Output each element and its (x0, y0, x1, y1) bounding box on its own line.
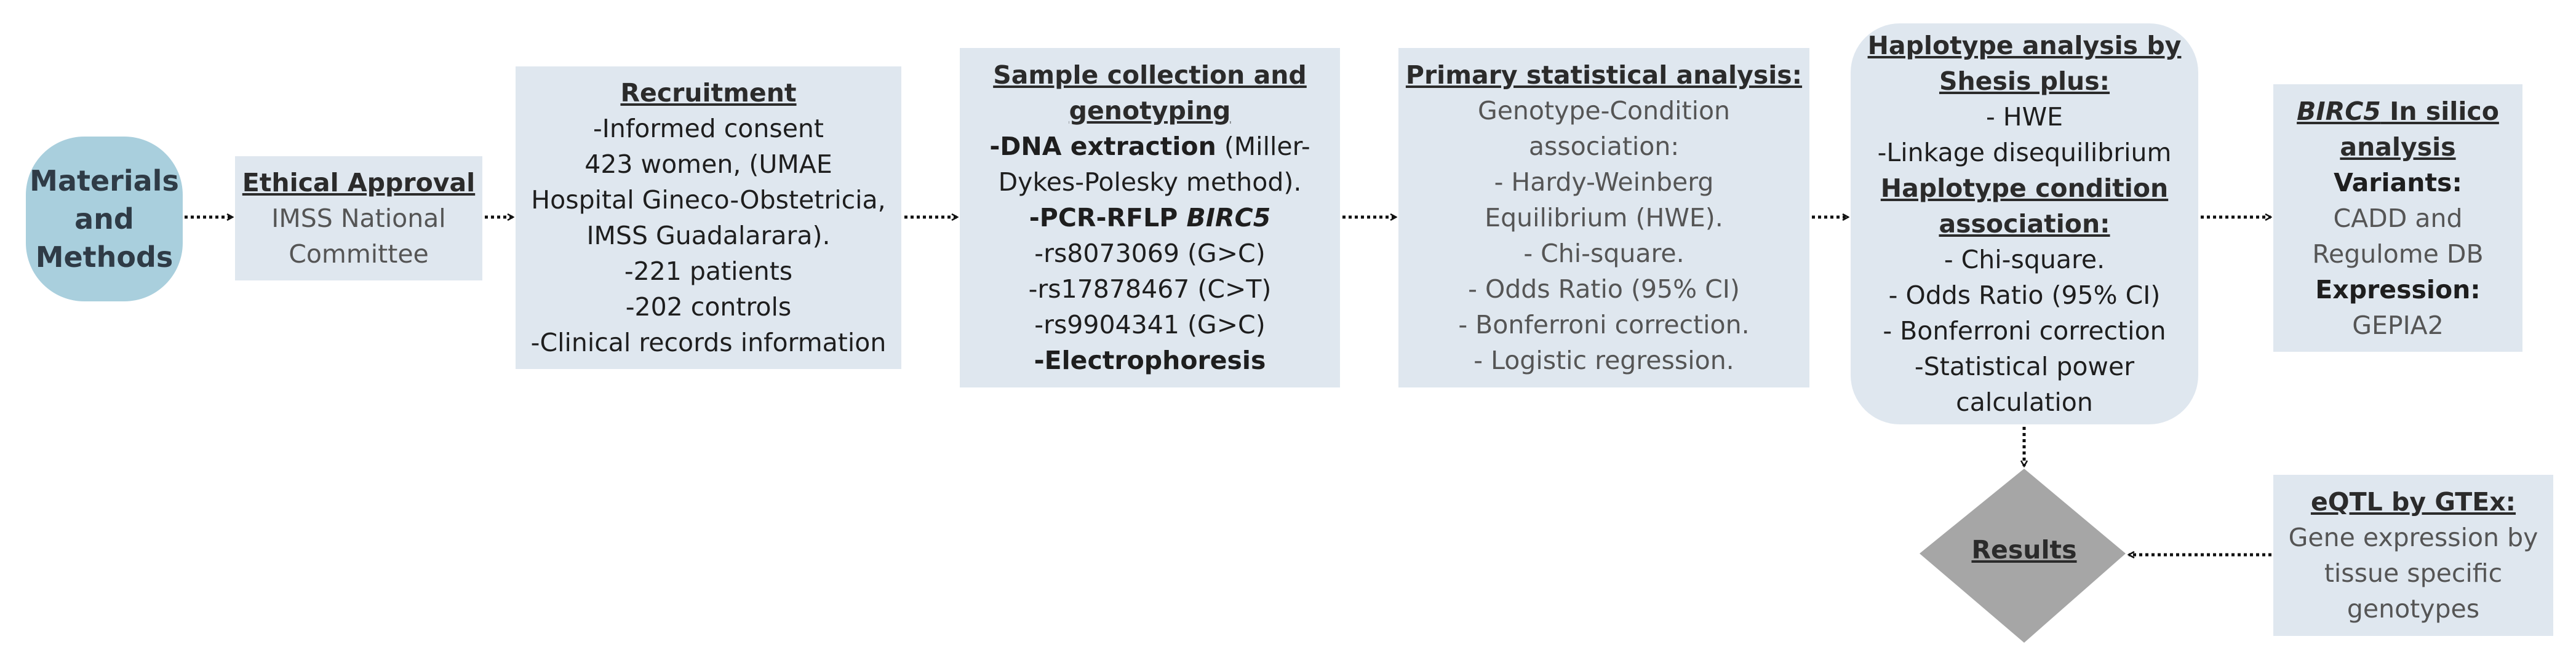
start-line-3: Methods (35, 240, 173, 274)
materials-and-methods-node: Materials and Methods (26, 137, 183, 301)
sample-dna-bold: -DNA extraction (989, 132, 1216, 161)
ethical-approval-box: Ethical Approval IMSS National Committee (235, 156, 482, 280)
sample-snp-1: -rs8073069 (G>C) (1034, 239, 1266, 268)
sample-pcr-gene: BIRC5 (1186, 203, 1271, 232)
haplotype-line-b5: calculation (1956, 387, 2093, 417)
haplotype-title-2: Shesis plus: (1939, 66, 2110, 96)
haplotype-title-1: Haplotype analysis by (1867, 31, 2182, 60)
sample-dna-rest: (Miller- (1216, 132, 1310, 161)
primary-line-7: - Bonferroni correction. (1458, 310, 1750, 339)
results-label: Results (1971, 535, 2077, 565)
ethical-line-2: Committee (289, 239, 429, 269)
insilico-title-line: BIRC5 In silico (2297, 93, 2499, 129)
primary-line-6: - Odds Ratio (95% CI) (1468, 274, 1740, 304)
haplotype-analysis-box: Haplotype analysis by Shesis plus: - HWE… (1851, 23, 2198, 424)
recruitment-line-3: Hospital Gineco-Obstetricia, (531, 185, 886, 215)
haplotype-line-b4: -Statistical power (1914, 352, 2135, 381)
sample-snp-2: -rs17878467 (C>T) (1028, 274, 1272, 304)
eqtl-line-3: genotypes (2347, 594, 2480, 624)
recruitment-line-4: IMSS Guadalarara). (586, 221, 831, 250)
eqtl-box: eQTL by GTEx: Gene expression by tissue … (2273, 475, 2553, 636)
sample-pcr-line: -PCR-RFLP BIRC5 (1029, 200, 1270, 236)
haplotype-subtitle-1: Haplotype condition (1880, 173, 2169, 203)
haplotype-subtitle-2: association: (1939, 209, 2110, 239)
insilico-expression-value: GEPIA2 (2352, 310, 2444, 340)
haplotype-line-b3: - Bonferroni correction (1883, 316, 2166, 346)
sample-collection-box: Sample collection and genotyping -DNA ex… (960, 48, 1340, 387)
insilico-title-2: analysis (2340, 132, 2456, 162)
haplotype-line-b2: - Odds Ratio (95% CI) (1888, 280, 2161, 310)
insilico-expression-label: Expression: (2315, 274, 2481, 304)
eqtl-line-2: tissue specific (2324, 558, 2503, 588)
recruitment-line-6: -202 controls (625, 292, 792, 322)
insilico-gene: BIRC5 (2297, 96, 2381, 126)
recruitment-line-7: -Clinical records information (530, 328, 887, 357)
primary-line-2: association: (1528, 132, 1680, 161)
sample-title-1: Sample collection and (993, 60, 1307, 90)
insilico-variants-1: CADD and (2333, 203, 2463, 233)
primary-line-3: - Hardy-Weinberg (1494, 167, 1714, 197)
sample-dna-line: -DNA extraction (Miller- (989, 129, 1310, 164)
primary-line-4: Equilibrium (HWE). (1485, 203, 1723, 232)
primary-analysis-box: Primary statistical analysis: Genotype-C… (1398, 48, 1809, 387)
recruitment-line-5: -221 patients (624, 256, 793, 286)
primary-line-8: - Logistic regression. (1473, 346, 1734, 375)
primary-title: Primary statistical analysis: (1405, 60, 1803, 90)
recruitment-line-2: 423 women, (UMAE (584, 149, 832, 179)
insilico-analysis-box: BIRC5 In silico analysis Variants: CADD … (2273, 84, 2522, 352)
insilico-variants-2: Regulome DB (2312, 239, 2484, 269)
start-line-1: Materials (30, 164, 179, 197)
haplotype-line-b1: - Chi-square. (1944, 245, 2105, 274)
eqtl-title: eQTL by GTEx: (2310, 487, 2516, 517)
sample-pcr-bold: -PCR-RFLP (1029, 203, 1187, 232)
sample-snp-3: -rs9904341 (G>C) (1034, 310, 1266, 339)
ethical-title: Ethical Approval (242, 168, 476, 197)
results-diamond (1920, 469, 2126, 643)
primary-line-1: Genotype-Condition (1477, 96, 1731, 125)
recruitment-title: Recruitment (620, 78, 797, 108)
ethical-line-1: IMSS National (271, 204, 446, 233)
sample-title-2: genotyping (1069, 96, 1231, 125)
recruitment-box: Recruitment -Informed consent 423 women,… (516, 66, 901, 369)
insilico-title-rest: In silico (2380, 96, 2499, 126)
haplotype-line-a2: -Linkage disequilibrium (1877, 138, 2172, 167)
primary-line-5: - Chi-square. (1523, 239, 1685, 268)
insilico-variants-label: Variants: (2334, 167, 2462, 197)
haplotype-line-a1: - HWE (1985, 102, 2064, 132)
eqtl-line-1: Gene expression by (2288, 523, 2538, 552)
sample-dna-line-2: Dykes-Polesky method). (998, 167, 1302, 197)
sample-electrophoresis: -Electrophoresis (1034, 346, 1266, 375)
recruitment-line-1: -Informed consent (592, 114, 824, 143)
start-line-2: and (74, 202, 134, 236)
